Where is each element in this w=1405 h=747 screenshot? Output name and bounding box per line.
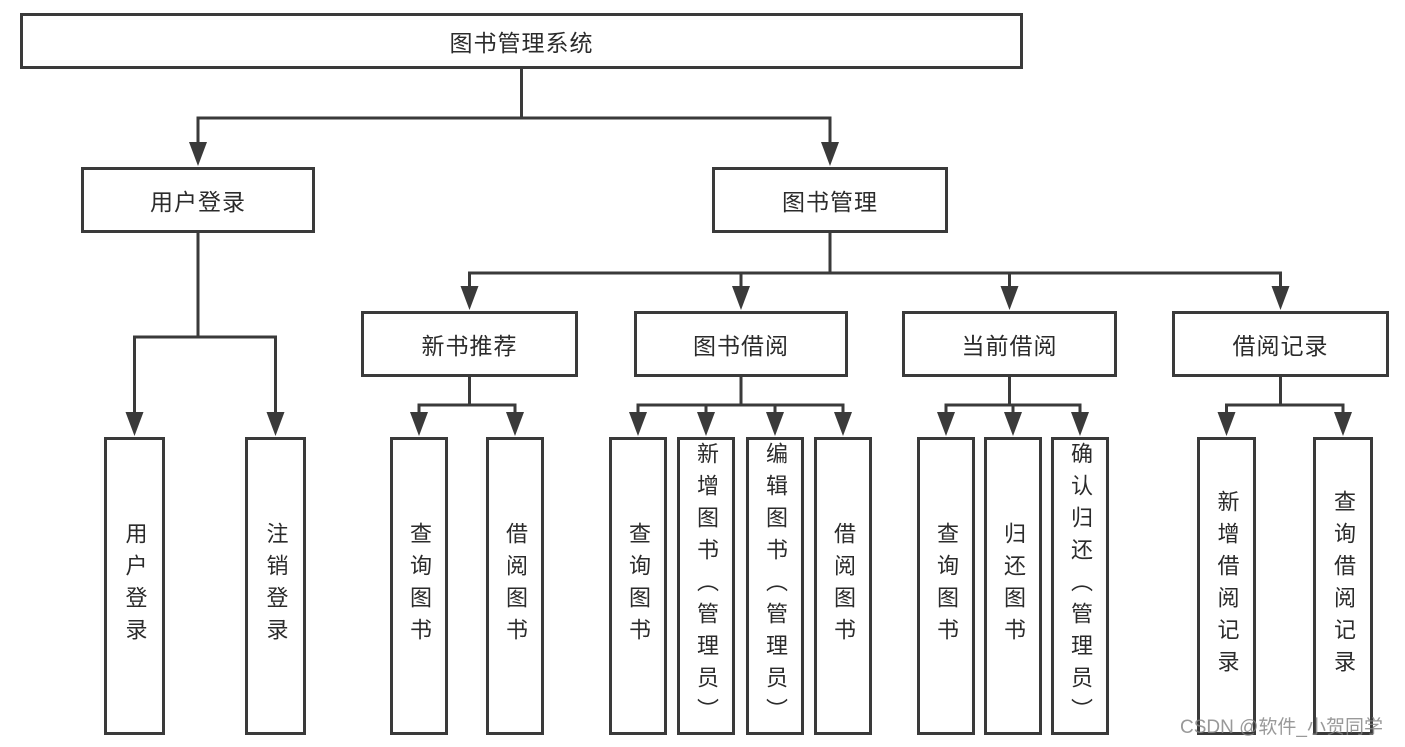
- diagram-node-leaf-user-login: 用户登录: [104, 437, 165, 735]
- connector-new-book-rec: [417, 377, 517, 417]
- arrowhead-icon: [189, 142, 207, 166]
- arrowhead-icon: [821, 142, 839, 166]
- diagram-node-cb-return-books: 归还图书: [984, 437, 1042, 735]
- arrowhead-icon: [266, 412, 285, 436]
- connector-system: [196, 69, 832, 147]
- diagram-node-br-query-record: 查询借阅记录: [1313, 437, 1373, 735]
- diagram-node-cb-confirm-return: 确认归还（管理员）: [1051, 437, 1109, 735]
- arrowhead-icon: [1000, 286, 1019, 310]
- arrowhead-icon: [1271, 286, 1290, 310]
- diagram-node-br-add-record: 新增借阅记录: [1197, 437, 1256, 735]
- diagram-node-user-login: 用户登录: [81, 167, 315, 233]
- arrowhead-icon: [732, 286, 750, 310]
- diagram-node-bb-edit-books: 编辑图书（管理员）: [746, 437, 804, 735]
- arrowhead-icon: [629, 412, 647, 436]
- diagram-node-cb-query-books: 查询图书: [917, 437, 975, 735]
- diagram-node-system: 图书管理系统: [20, 13, 1023, 69]
- arrowhead-icon: [697, 412, 715, 436]
- diagram-node-new-book-rec: 新书推荐: [361, 311, 578, 377]
- arrowhead-icon: [410, 412, 428, 436]
- diagram-node-nr-borrow-books: 借阅图书: [486, 437, 544, 735]
- connector-user-login: [133, 233, 277, 417]
- diagram-node-bb-borrow-books: 借阅图书: [814, 437, 872, 735]
- arrowhead-icon: [1334, 412, 1352, 436]
- csdn-watermark: CSDN @软件_小贺同学: [1180, 717, 1383, 738]
- diagram-node-bb-add-books: 新增图书（管理员）: [677, 437, 735, 735]
- diagram-node-leaf-logout-login: 注销登录: [245, 437, 306, 735]
- connector-book-borrowing: [636, 377, 845, 417]
- diagram-node-book-management: 图书管理: [712, 167, 948, 233]
- arrowhead-icon: [506, 412, 524, 436]
- diagram-node-bb-query-books: 查询图书: [609, 437, 667, 735]
- diagram-node-nr-query-books: 查询图书: [390, 437, 448, 735]
- arrowhead-icon: [1004, 412, 1022, 436]
- connector-borrowing-records: [1225, 377, 1345, 417]
- arrowhead-icon: [766, 412, 784, 436]
- arrowhead-icon: [834, 412, 852, 436]
- diagram-node-current-borrowing: 当前借阅: [902, 311, 1117, 377]
- arrowhead-icon: [937, 412, 955, 436]
- arrowhead-icon: [460, 286, 479, 310]
- diagram-node-book-borrowing: 图书借阅: [634, 311, 848, 377]
- arrowhead-icon: [1071, 412, 1089, 436]
- arrowhead-icon: [1217, 412, 1236, 436]
- connector-current-borrowing: [944, 377, 1082, 417]
- connector-book-management: [468, 233, 1282, 291]
- diagram-node-borrowing-records: 借阅记录: [1172, 311, 1389, 377]
- arrowhead-icon: [125, 412, 144, 436]
